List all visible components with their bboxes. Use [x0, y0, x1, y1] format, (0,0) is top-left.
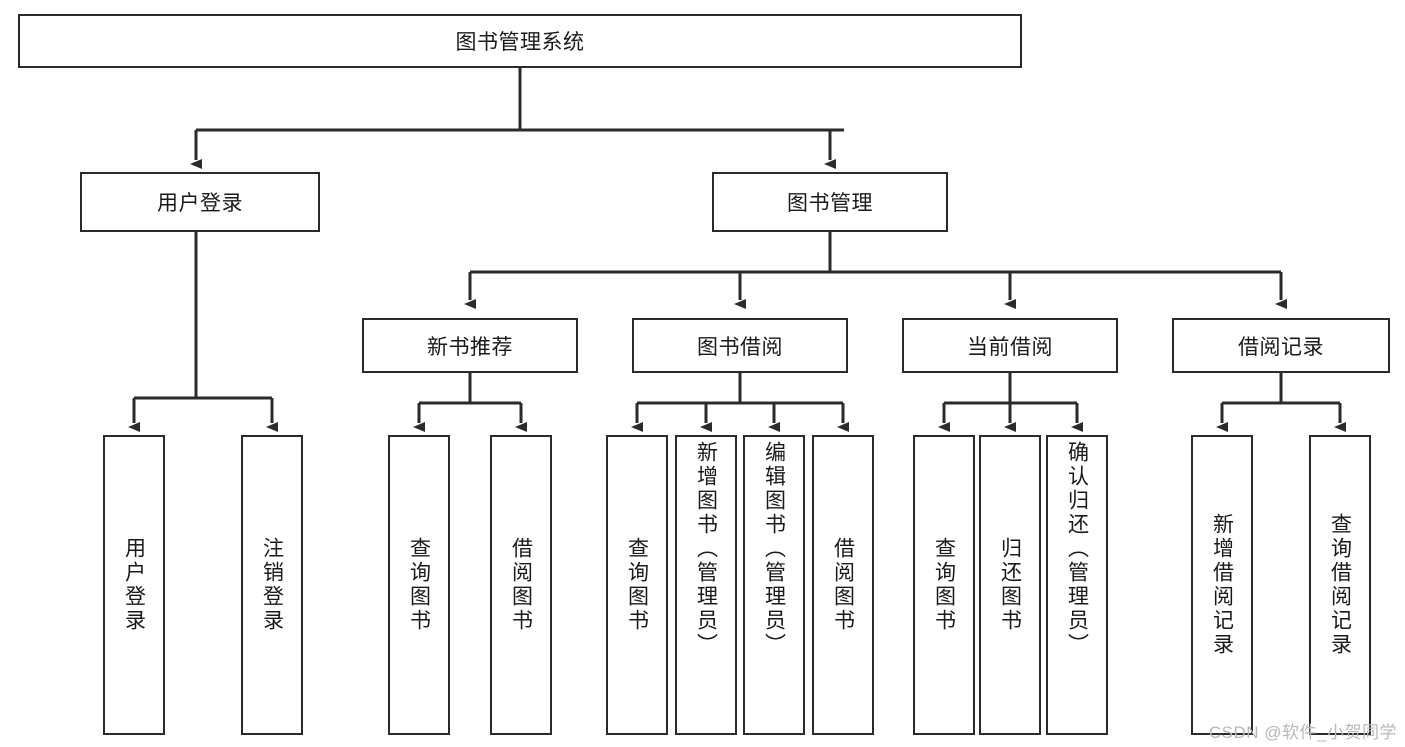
- node-leaf-confirm-return[interactable]: 确认归还（管理员）: [1046, 435, 1108, 735]
- node-user-login[interactable]: 用户登录: [80, 172, 320, 232]
- node-leaf-query-book-3[interactable]: 查询图书: [913, 435, 975, 735]
- node-leaf-borrow-book-2[interactable]: 借阅图书: [812, 435, 874, 735]
- csdn-watermark: CSDN @软件_小贺同学: [1208, 723, 1397, 742]
- node-leaf-logout[interactable]: 注销登录: [241, 435, 303, 735]
- node-current-borrow[interactable]: 当前借阅: [902, 318, 1118, 373]
- node-leaf-add-record[interactable]: 新增借阅记录: [1191, 435, 1253, 735]
- node-new-book-recommend[interactable]: 新书推荐: [362, 318, 578, 373]
- node-leaf-query-book-2[interactable]: 查询图书: [606, 435, 668, 735]
- node-leaf-return-book[interactable]: 归还图书: [979, 435, 1041, 735]
- node-book-borrow[interactable]: 图书借阅: [632, 318, 848, 373]
- node-borrow-record[interactable]: 借阅记录: [1172, 318, 1390, 373]
- node-leaf-user-login[interactable]: 用户登录: [103, 435, 165, 735]
- node-leaf-query-record[interactable]: 查询借阅记录: [1309, 435, 1371, 735]
- node-leaf-edit-book[interactable]: 编辑图书（管理员）: [743, 435, 805, 735]
- node-leaf-add-book[interactable]: 新增图书（管理员）: [675, 435, 737, 735]
- node-book-management[interactable]: 图书管理: [712, 172, 948, 232]
- node-root-system[interactable]: 图书管理系统: [18, 14, 1022, 68]
- node-leaf-query-book-1[interactable]: 查询图书: [388, 435, 450, 735]
- node-leaf-borrow-book-1[interactable]: 借阅图书: [490, 435, 552, 735]
